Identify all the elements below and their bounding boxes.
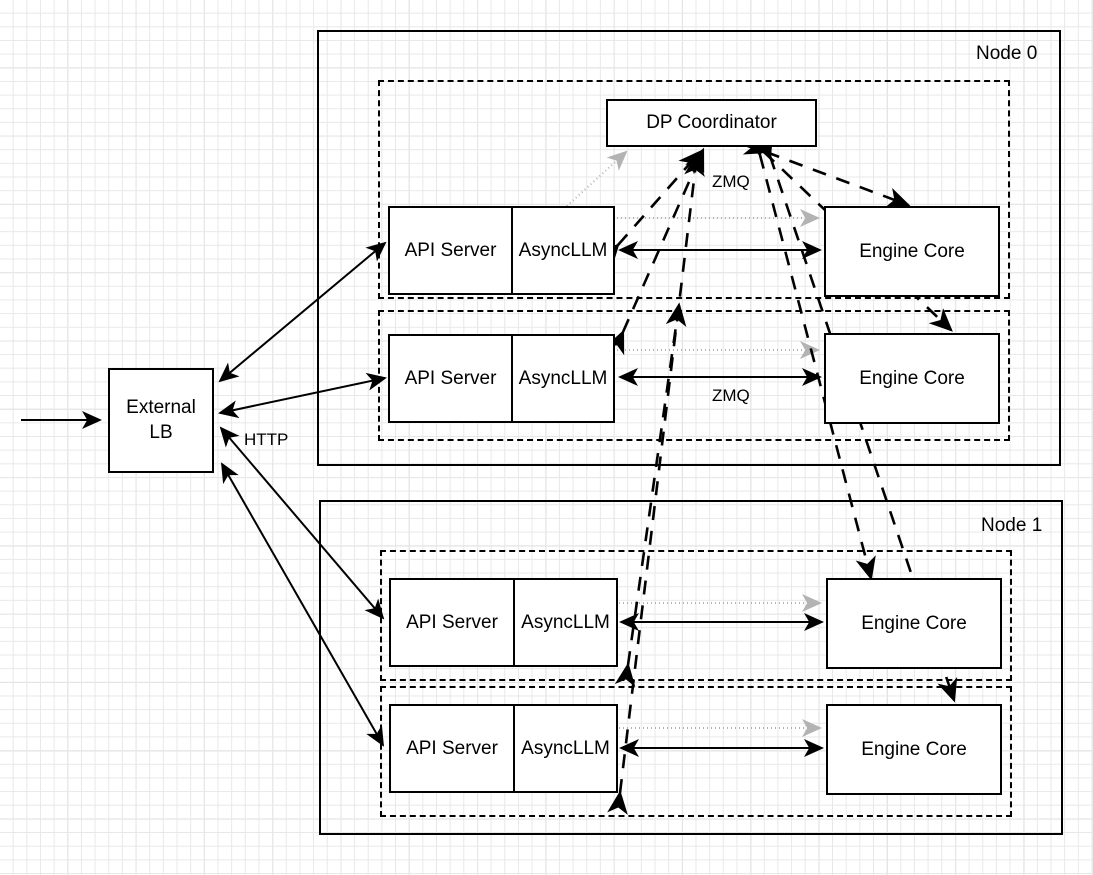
api-server-asyncllm-box-node1-1[interactable]: API Server AsyncLLM <box>389 704 618 793</box>
engine-core-box-node1-1[interactable]: Engine Core <box>826 704 1002 795</box>
node-label-node1: Node 1 <box>981 515 1043 536</box>
edge-label-zmq-coordinator: ZMQ <box>712 172 750 191</box>
external-lb-label-line1: External <box>126 396 196 418</box>
edge-label-zmq-node0-1: ZMQ <box>712 386 750 405</box>
engine-core-box-node0-0[interactable]: Engine Core <box>824 206 1000 297</box>
asyncllm-cell-node0-1[interactable]: AsyncLLM <box>518 367 608 389</box>
dp-coordinator-box[interactable]: DP Coordinator <box>606 99 817 147</box>
api-server-asyncllm-box-node1-0[interactable]: API Server AsyncLLM <box>389 578 618 667</box>
external-lb-label-line2: LB <box>149 421 173 443</box>
edge-lb-to-api0 <box>218 241 387 383</box>
dp-group-node0-0 <box>378 80 1010 299</box>
edge-label-http: HTTP <box>244 430 289 449</box>
api-server-asyncllm-box-node0-0[interactable]: API Server AsyncLLM <box>388 206 615 295</box>
external-lb-box[interactable]: External LB <box>108 368 214 473</box>
node-container-node0 <box>317 30 1061 466</box>
edge-lb-to-api3 <box>221 462 384 747</box>
edge-lb-to-api1 <box>218 372 387 419</box>
asyncllm-cell-node1-1[interactable]: AsyncLLM <box>521 737 610 759</box>
node-label-node0: Node 0 <box>976 43 1038 64</box>
asyncllm-cell-node1-0[interactable]: AsyncLLM <box>521 611 610 633</box>
dp-group-node0-1 <box>378 310 1010 441</box>
api-server-cell-node0-1[interactable]: API Server <box>390 336 513 421</box>
api-server-asyncllm-box-node0-1[interactable]: API Server AsyncLLM <box>388 334 615 423</box>
engine-core-box-node0-1[interactable]: Engine Core <box>824 333 1000 424</box>
api-server-cell-node0-0[interactable]: API Server <box>390 208 513 293</box>
api-server-cell-node1-1[interactable]: API Server <box>391 706 515 791</box>
dp-group-node1-1 <box>380 686 1012 817</box>
api-server-cell-node1-0[interactable]: API Server <box>391 580 515 665</box>
dp-group-node1-0 <box>380 550 1012 681</box>
node-container-node1 <box>319 500 1063 835</box>
engine-core-box-node1-0[interactable]: Engine Core <box>826 578 1002 669</box>
asyncllm-cell-node0-0[interactable]: AsyncLLM <box>518 239 608 261</box>
